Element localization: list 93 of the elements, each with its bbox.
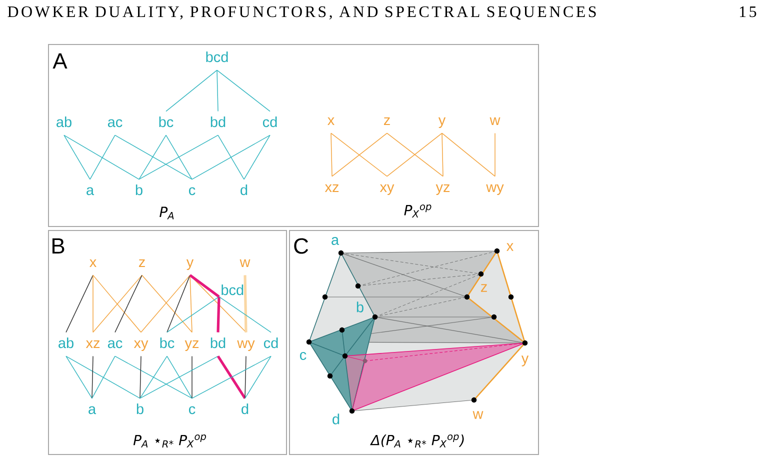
element-label: bd [210, 116, 226, 128]
running-head: DOWKER DUALITY, PROFUNCTORS, AND SPECTRAL SEQUENCES [8, 6, 596, 20]
element-label: xy [380, 184, 394, 195]
vertex-label: w [472, 411, 484, 419]
formula-label: P$_{A}$ ⋆$_{R*}$ P$_{X}$op [133, 434, 206, 448]
element-label: cd [264, 338, 278, 348]
connecting-line [494, 132, 496, 177]
element-label: x [90, 259, 96, 267]
vertex-label: c [300, 352, 306, 360]
connecting-line [189, 274, 220, 298]
connecting-line [244, 356, 246, 399]
element-label: wy [237, 340, 255, 351]
element-label: ac [108, 340, 122, 348]
panel-letter: C [294, 238, 308, 254]
element-label: ac [108, 119, 122, 128]
element-label: y [438, 117, 446, 128]
element-label: xy [134, 340, 148, 351]
connecting-line [190, 274, 192, 333]
connecting-line [92, 356, 116, 399]
connecting-line [64, 134, 90, 180]
connecting-line [216, 355, 246, 399]
element-label: w [240, 259, 250, 267]
connecting-line [90, 134, 116, 180]
connecting-line [244, 134, 270, 180]
connecting-line [92, 274, 94, 333]
element-label: w [490, 117, 500, 125]
panel-letter: B [52, 238, 64, 254]
element-label: yz [436, 184, 450, 195]
connecting-line [218, 134, 244, 180]
element-label: bc [159, 116, 174, 128]
connecting-line [114, 274, 142, 333]
connecting-line [140, 356, 218, 399]
connecting-line [244, 356, 272, 399]
element-label: ab [56, 116, 72, 128]
connecting-line [216, 70, 218, 112]
element-label: d [242, 404, 248, 414]
element-label: wy [486, 184, 504, 195]
element-label: a [86, 187, 94, 196]
element-label: bc [160, 338, 174, 348]
connecting-line [166, 70, 218, 112]
connecting-line [330, 132, 332, 177]
connecting-line [66, 356, 140, 399]
connecting-line [216, 70, 270, 112]
element-label: cd [262, 116, 277, 128]
vertex-label: a [332, 237, 340, 245]
vertex-label: z [480, 284, 487, 292]
connecting-line [218, 296, 272, 333]
connecting-line [64, 134, 140, 180]
connecting-line [216, 296, 220, 332]
element-label: xz [86, 340, 100, 348]
panel-letter: A [52, 53, 68, 69]
connecting-line [166, 274, 190, 333]
vertex-label: d [332, 414, 340, 424]
connecting-line [166, 356, 192, 399]
connecting-line [166, 134, 192, 180]
element-label: ab [58, 338, 74, 348]
connecting-line [114, 134, 192, 180]
connecting-line [138, 134, 218, 180]
connecting-line [66, 274, 94, 333]
connecting-line [166, 296, 220, 333]
element-label: xz [324, 184, 339, 192]
connecting-line [66, 356, 92, 399]
element-label: z [138, 259, 145, 267]
element-label: c [189, 406, 196, 414]
formula-label: P$_{X}$op [404, 204, 432, 218]
formula-label: P$_{A}$ [160, 206, 174, 220]
element-label: z [384, 117, 390, 125]
vertex-label: y [521, 356, 529, 366]
formula-label: Δ(P$_{A}$ ⋆$_{R*}$ P$_{X}$$^{op}$) [370, 434, 464, 448]
element-label: y [186, 259, 194, 270]
element-label: a [88, 406, 96, 414]
connecting-line [192, 356, 272, 399]
connecting-line [442, 132, 496, 177]
element-label: b [136, 184, 142, 196]
element-label: bd [210, 338, 226, 348]
element-label: x [328, 117, 334, 125]
element-label: yz [184, 340, 199, 351]
vertex-label: b [356, 302, 364, 312]
element-label: bcd [222, 284, 244, 296]
element-label: c [189, 187, 196, 196]
page-number: 15 [740, 6, 756, 18]
connecting-line [92, 356, 94, 399]
connecting-line [192, 134, 270, 180]
element-label: bcd [206, 52, 228, 62]
vertex-label: x [506, 243, 514, 251]
connecting-line [442, 132, 444, 177]
connecting-line [244, 275, 248, 332]
connecting-line [138, 134, 166, 180]
connecting-line [140, 356, 168, 399]
element-label: d [240, 184, 248, 196]
connecting-line [114, 356, 192, 399]
connecting-line [140, 356, 142, 399]
element-label: b [136, 404, 144, 414]
